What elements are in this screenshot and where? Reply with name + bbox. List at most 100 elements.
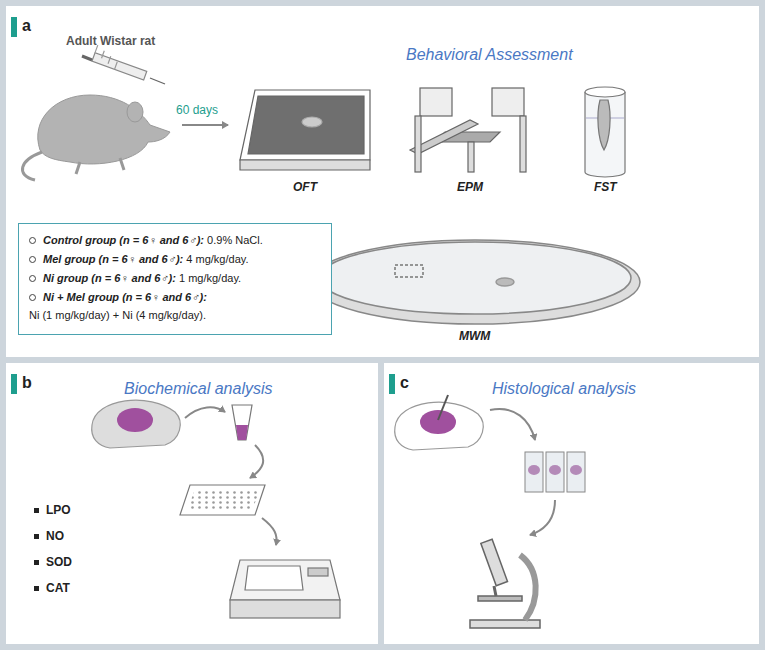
figure-label: Adult Wistar rat [66,34,155,48]
rat-figure [22,95,170,180]
brain-figure [117,408,153,432]
group-item: Control group (n = 6♀ and 6♂): 0.9% NaCl… [29,233,323,248]
open-field-box [302,117,322,127]
panel-title: Behavioral Assessment [406,46,573,64]
group-name: Mel group (n = 6♀ and 6♂): [43,253,183,265]
swim-cylinder [585,87,625,177]
syringe [92,53,147,80]
plus-maze [420,88,452,116]
group-name: Ni group (n = 6♀ and 6♂): [43,272,176,284]
glass-slides [549,465,561,475]
plus-maze [520,116,526,172]
plate-reader [230,560,340,600]
open-field-box [240,160,370,170]
water-maze [310,240,640,324]
rat-figure [22,152,42,180]
group-item: Mel group (n = 6♀ and 6♂): 4 mg/kg/day. [29,252,323,267]
bullet [34,534,39,539]
plate-reader [230,560,340,618]
glass-slides [570,465,582,475]
panel-ground [6,363,378,644]
figure-label: FST [594,180,617,194]
panel: c Histological analysis [384,363,759,644]
glass-slides [567,452,585,492]
swim-cylinder [585,92,625,177]
panel-marker [11,17,17,37]
microscope [478,596,522,601]
swim-cylinder [585,87,625,97]
group-dose: 0.9% NaCl. [207,234,263,246]
panel-letter: a [22,17,31,35]
water-maze [395,265,423,277]
panel-title: Histological analysis [492,380,636,398]
water-maze [496,278,514,286]
assay-item: NO [46,529,64,543]
group-name: Ni + Mel group (n = 6♀ and 6♂): [43,291,207,303]
brain-figure [420,410,456,434]
brain-figure [395,402,484,450]
group-list-box: Control group (n = 6♀ and 6♂): 0.9% NaCl… [18,223,332,335]
plate-reader [245,566,303,590]
syringe [82,56,92,60]
flow-arrow [250,445,263,478]
panel-ground [384,363,759,644]
flow-arrow [490,409,535,440]
well-plate [180,485,265,515]
group-dose: 1 mg/kg/day. [179,272,241,284]
sample-tube [232,405,252,440]
syringe [92,45,120,69]
panel-ground [6,6,759,357]
syringe [82,45,165,84]
sample-tube [236,425,248,440]
water-maze [310,240,640,324]
flow-arrow [530,500,555,535]
brain-figure [92,400,484,450]
figure-label: MWM [459,329,490,343]
group-item: Ni group (n = 6♀ and 6♂): 1 mg/kg/day. [29,271,323,286]
panel-marker [11,374,17,394]
group-dose: Ni (1 mg/kg/day) + Ni (4 mg/kg/day). [29,308,323,323]
glass-slides [525,452,585,492]
figure-label: 60 days [176,103,218,117]
assay-item: SOD [46,555,72,569]
well-plate [180,485,265,515]
microscope [494,586,496,596]
plate-reader [230,600,340,618]
glass-slides [546,452,564,492]
figure-label: EPM [457,180,483,194]
bullet [34,560,39,565]
flow-arrow [262,518,277,545]
assay-item: LPO [46,503,71,517]
rat-figure [38,95,170,164]
panel-marker [389,374,395,394]
panel: bBiochemical analysisLPONOSODCAT [6,363,378,644]
plus-maze [415,116,421,172]
panel-ground [6,6,759,644]
bullet [34,508,39,513]
water-maze [319,242,631,314]
panel-title: Biochemical analysis [124,380,273,398]
sample-tube [232,405,252,440]
rat-figure [127,102,143,122]
figure-label: OFT [293,180,317,194]
open-field-box [240,90,370,160]
needle [438,395,448,420]
group-item: Ni + Mel group (n = 6♀ and 6♂): Ni (1 mg/… [29,290,323,323]
timeline-arrow [182,124,228,126]
syringe [150,78,165,84]
panel-letter: c [400,374,409,392]
plate-reader [308,568,328,576]
rat-figure [76,158,124,174]
microscope [470,620,540,628]
plus-maze [468,142,474,172]
open-field-box [248,96,364,154]
microscope [520,555,536,620]
swim-cylinder [598,100,610,150]
panel: aBehavioral AssessmentControl group (n =… [6,6,759,357]
assay-item: CAT [46,581,70,595]
glass-slides [525,452,543,492]
microscope [470,539,540,628]
group-dose: 4 mg/kg/day. [186,253,248,265]
microscope [481,539,508,585]
open-field-box [240,90,370,170]
